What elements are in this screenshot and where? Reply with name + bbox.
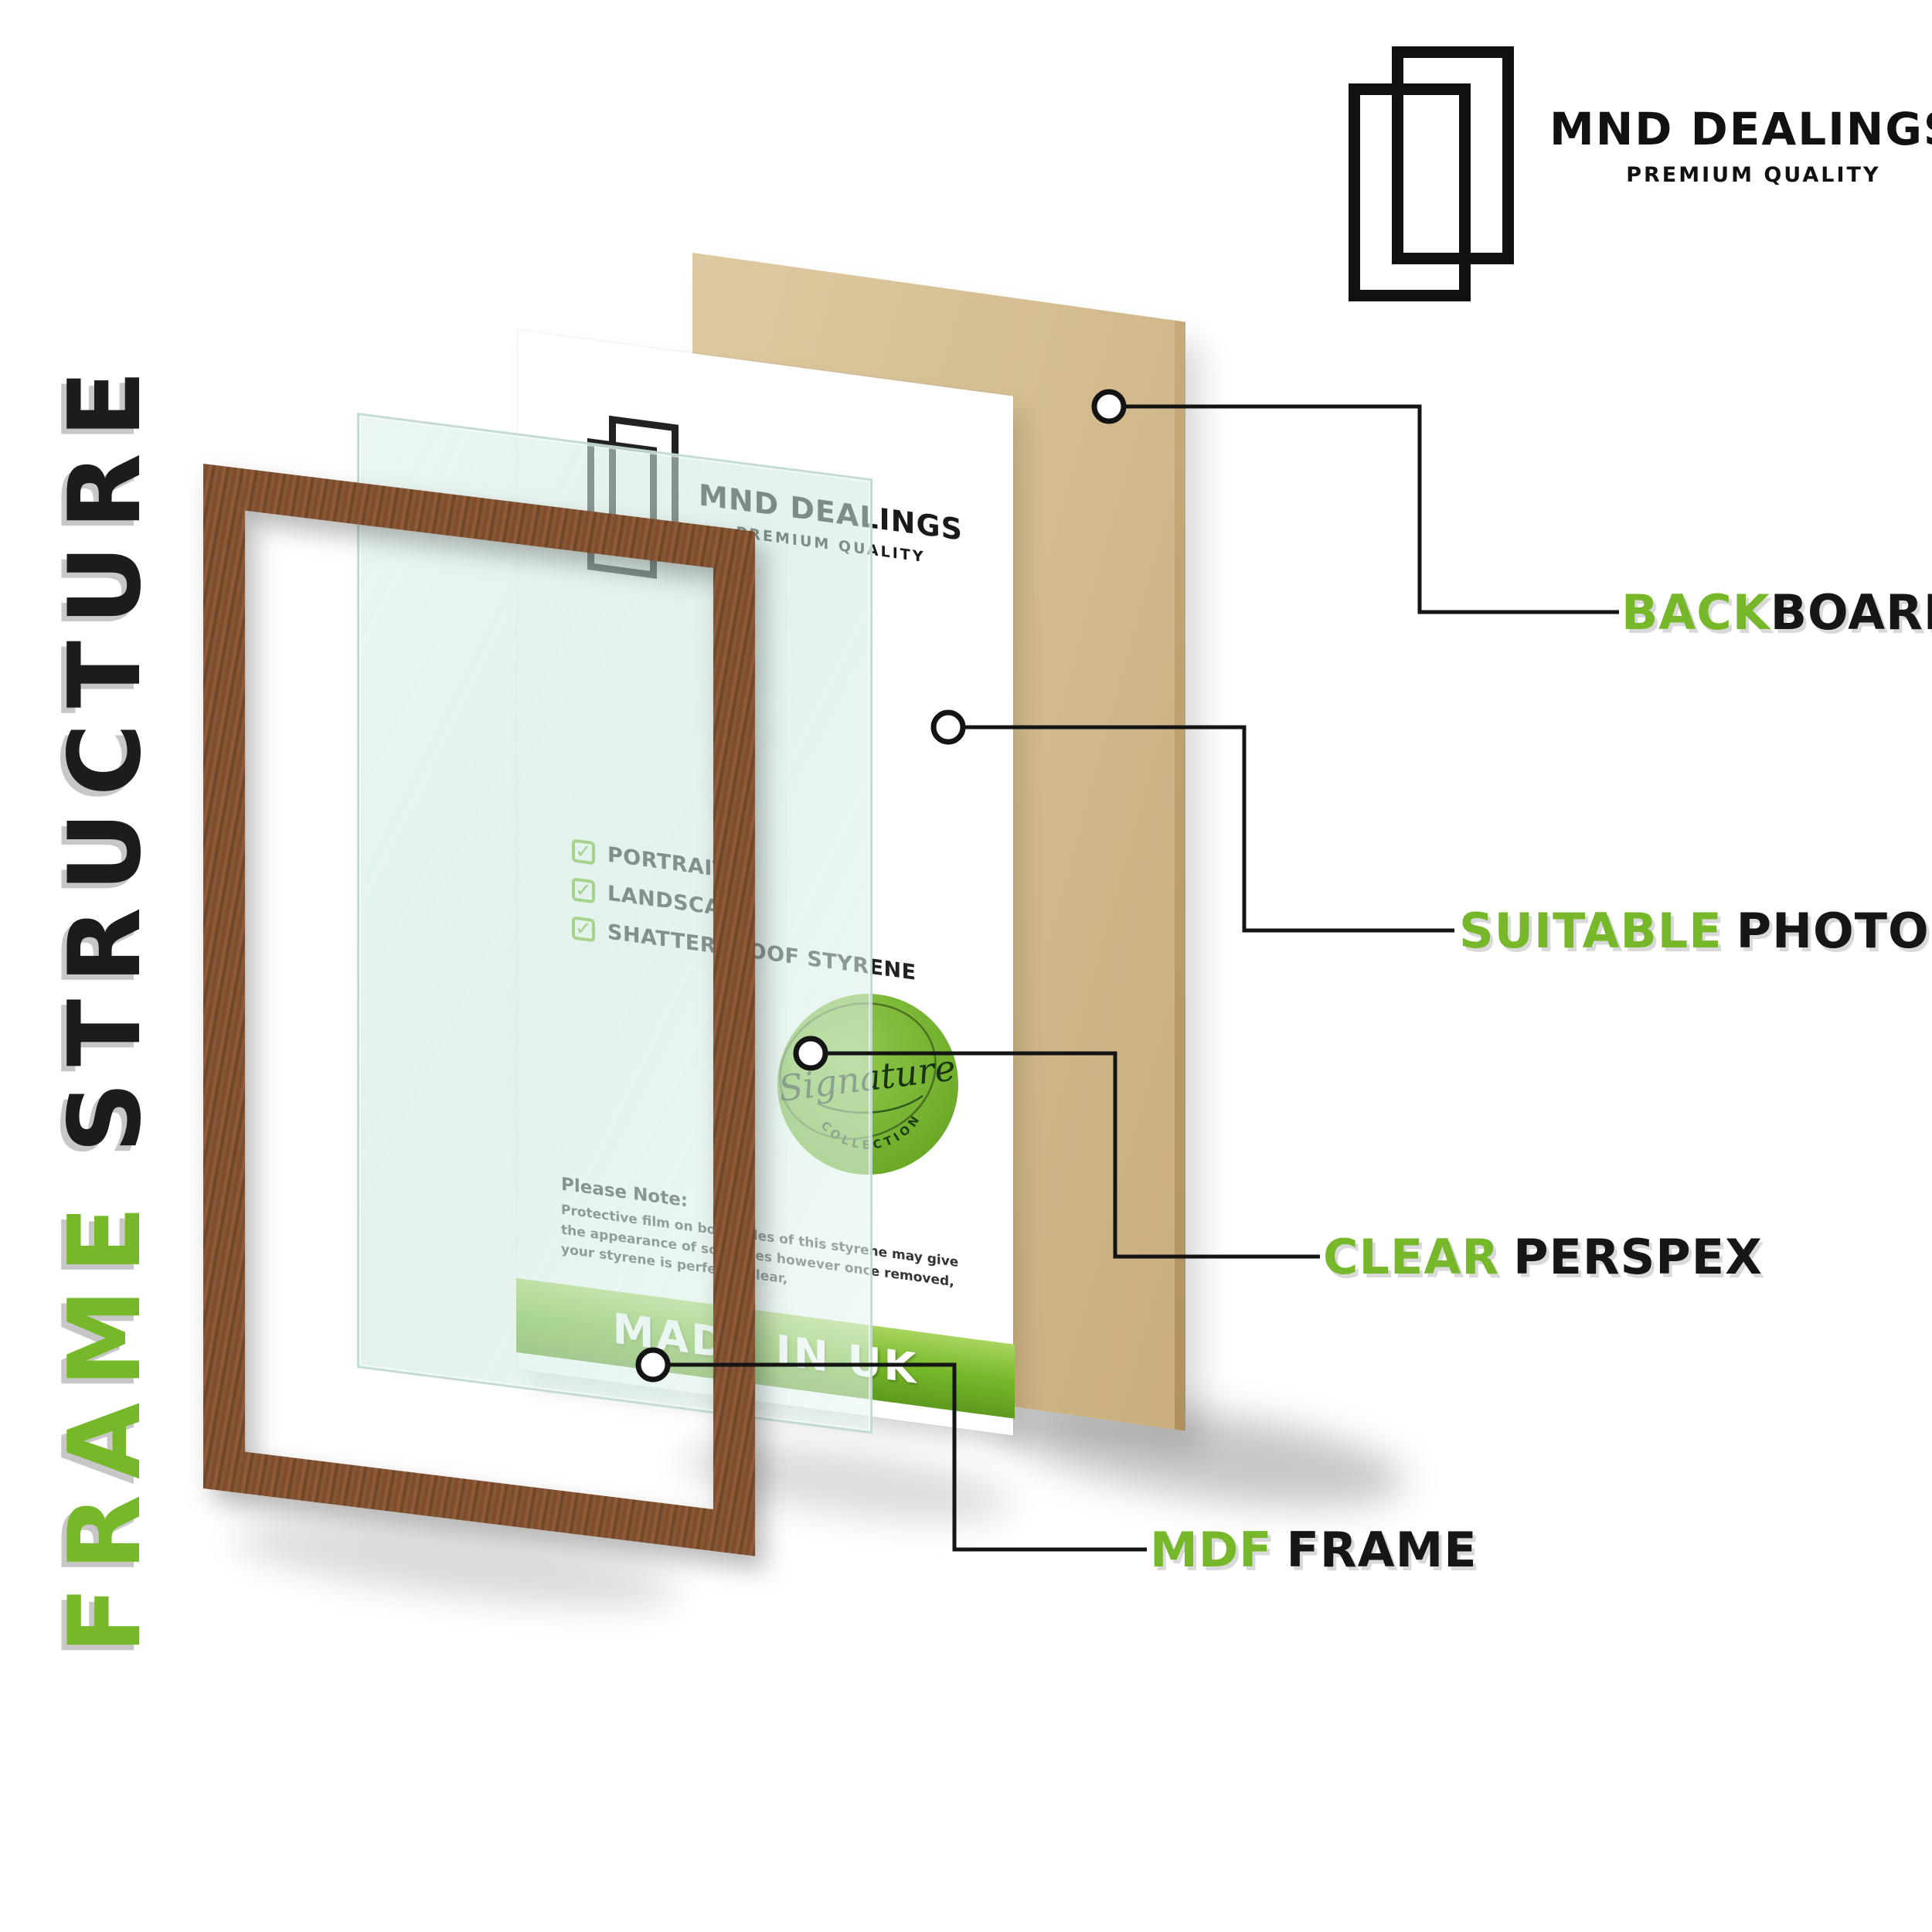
backboard-callout-marker [1091, 389, 1127, 424]
label-part-green: BACK [1621, 584, 1770, 641]
brand-name: MND DEALINGS [1549, 102, 1932, 155]
mdf-frame-callout-line [668, 1362, 1147, 1552]
side-title-frame: FRAME [48, 1190, 163, 1654]
label-part-black: PHOTO [1736, 903, 1930, 959]
suitable-photo-callout-marker [930, 709, 966, 745]
suitable-photo-callout-line [963, 725, 1454, 933]
callout-label-mdf-frame: MDF FRAME [1150, 1522, 1478, 1578]
side-title-frame-structure: FRAME STRUCTURE [48, 355, 163, 1654]
label-part-black: FRAME [1286, 1522, 1478, 1578]
clear-perspex-callout-line [825, 1051, 1320, 1259]
brand-header: MND DEALINGS PREMIUM QUALITY [1349, 46, 1932, 301]
side-title-structure: STRUCTURE [48, 354, 163, 1154]
frame-rect-icon [1349, 83, 1471, 301]
brand-frames-icon [1349, 46, 1515, 301]
label-part-black: PERSPEX [1513, 1229, 1763, 1285]
clear-perspex-callout-marker [793, 1036, 828, 1071]
callout-label-backboard: BACK BOARD [1621, 584, 1932, 641]
frame-rect-icon [1392, 46, 1514, 264]
callout-label-suitable-photo: SUITABLE PHOTO [1459, 903, 1930, 959]
label-part-green: CLEAR [1323, 1229, 1500, 1285]
backboard-callout-line [1124, 404, 1619, 614]
callout-label-clear-perspex: CLEAR PERSPEX [1323, 1229, 1763, 1285]
mdf-frame-callout-marker [635, 1347, 671, 1383]
label-part-green: MDF [1150, 1522, 1273, 1578]
brand-tagline: PREMIUM QUALITY [1626, 162, 1881, 187]
label-part-green: SUITABLE [1459, 903, 1723, 959]
label-part-black: BOARD [1770, 584, 1932, 641]
